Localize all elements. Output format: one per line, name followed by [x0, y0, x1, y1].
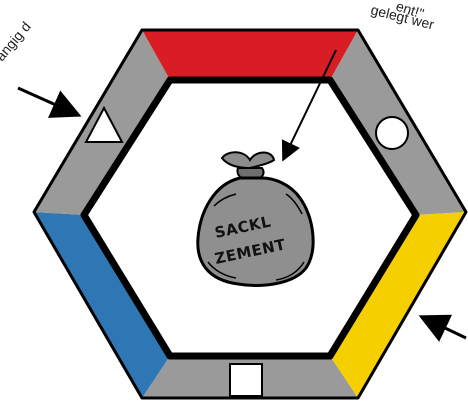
square-icon — [230, 364, 262, 396]
arrow-left — [18, 88, 76, 114]
arrow-right — [424, 318, 466, 338]
circle-icon — [376, 117, 408, 149]
annotation-top-left: ängig d — [0, 18, 34, 63]
